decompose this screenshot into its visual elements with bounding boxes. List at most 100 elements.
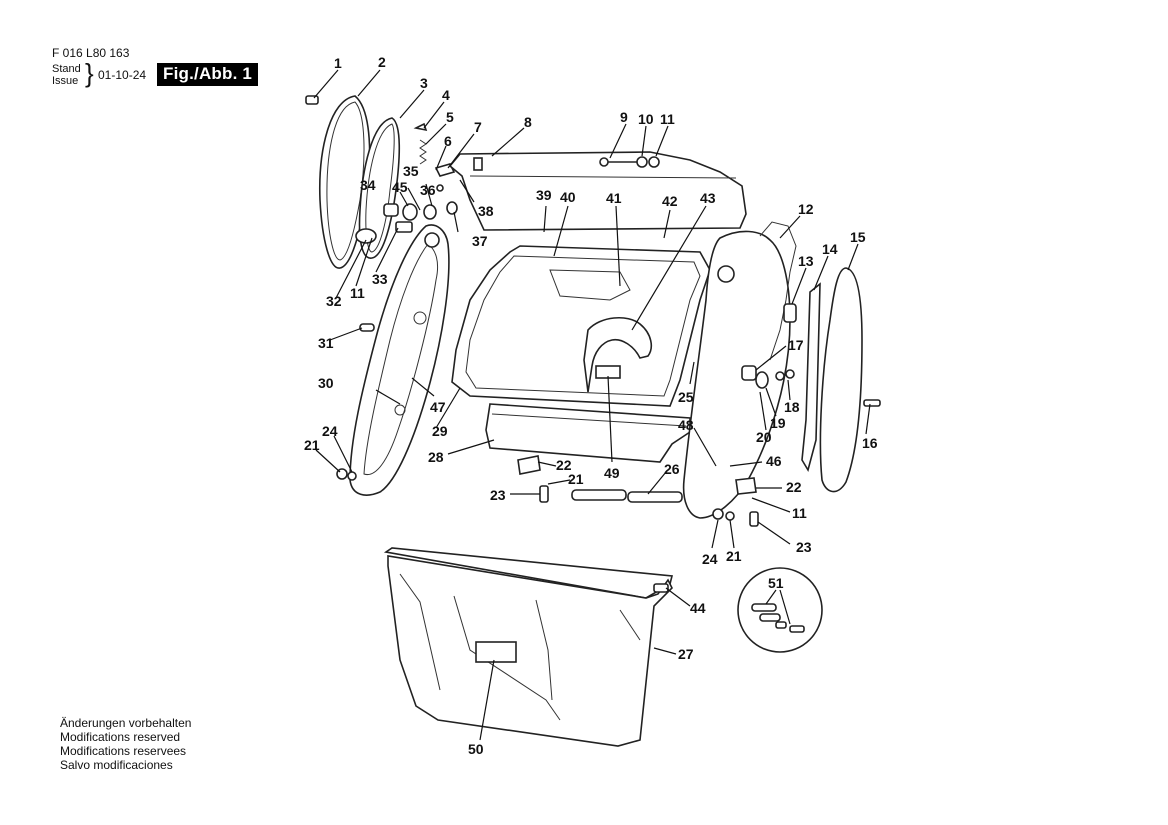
callout-50: 50 bbox=[468, 741, 484, 757]
callout-35: 35 bbox=[403, 163, 419, 179]
callout-1: 1 bbox=[334, 55, 342, 71]
callout-7: 7 bbox=[474, 119, 482, 135]
callout-21-mid: 21 bbox=[568, 471, 584, 487]
footer-line-en: Modifications reserved bbox=[60, 730, 181, 744]
left-side-housing-30 bbox=[349, 224, 450, 496]
callout-9: 9 bbox=[620, 109, 628, 125]
footer-line-fr: Modifications reservees bbox=[60, 744, 187, 758]
callout-31: 31 bbox=[318, 335, 334, 351]
callout-40: 40 bbox=[560, 189, 576, 205]
bolt-9-10-11 bbox=[599, 156, 660, 168]
callout-48: 48 bbox=[678, 417, 694, 433]
footer-line-de: Änderungen vorbehalten bbox=[60, 716, 192, 730]
callout-15: 15 bbox=[850, 229, 866, 245]
bolt-23-left bbox=[539, 485, 549, 503]
nut-21-24-right bbox=[712, 508, 735, 521]
callout-8: 8 bbox=[524, 114, 532, 130]
clip-22-right bbox=[735, 477, 757, 495]
brace-glyph: } bbox=[85, 58, 94, 88]
rear-flap-28 bbox=[485, 403, 691, 463]
callout-21-left: 21 bbox=[304, 437, 320, 453]
bracket-13 bbox=[783, 303, 797, 323]
callout-13: 13 bbox=[798, 253, 814, 269]
callout-44: 44 bbox=[690, 600, 706, 616]
right-cover-15 bbox=[819, 267, 863, 493]
callout-labels: 1 2 3 4 5 6 7 8 9 10 11 12 13 14 15 16 1… bbox=[304, 54, 878, 757]
callout-11-right: 11 bbox=[792, 505, 807, 521]
callout-36: 36 bbox=[420, 182, 436, 198]
stand-label: Stand bbox=[52, 63, 81, 75]
deflector-43 bbox=[583, 317, 653, 393]
issue-date: 01-10-24 bbox=[98, 68, 147, 82]
callout-22-mid: 22 bbox=[556, 457, 572, 473]
callout-22-right: 22 bbox=[786, 479, 802, 495]
callout-20: 20 bbox=[756, 429, 772, 445]
callout-18: 18 bbox=[784, 399, 800, 415]
callout-28: 28 bbox=[428, 449, 444, 465]
callout-5: 5 bbox=[446, 109, 454, 125]
callout-6: 6 bbox=[444, 133, 452, 149]
callout-23-right: 23 bbox=[796, 539, 812, 555]
callout-29: 29 bbox=[432, 423, 448, 439]
callout-25: 25 bbox=[678, 389, 694, 405]
callout-10: 10 bbox=[638, 111, 654, 127]
callout-24-right: 24 bbox=[702, 551, 718, 567]
callout-3: 3 bbox=[420, 75, 428, 91]
pulley-assembly-34-45 bbox=[355, 201, 458, 244]
figure-title-badge: Fig./Abb. 1 bbox=[157, 63, 259, 86]
footer-notice: Änderungen vorbehalten Modifications res… bbox=[60, 716, 191, 772]
callout-26: 26 bbox=[664, 461, 680, 477]
axle-26 bbox=[571, 489, 683, 503]
callout-37: 37 bbox=[472, 233, 488, 249]
callout-43: 43 bbox=[700, 190, 716, 206]
bolt-16 bbox=[863, 399, 881, 407]
callout-39: 39 bbox=[536, 187, 552, 203]
callout-41: 41 bbox=[606, 190, 622, 206]
callout-47: 47 bbox=[430, 399, 446, 415]
callout-42: 42 bbox=[662, 193, 678, 209]
callout-21-right: 21 bbox=[726, 548, 742, 564]
callout-24-left: 24 bbox=[322, 423, 338, 439]
callout-11-left: 11 bbox=[350, 285, 365, 301]
callout-30: 30 bbox=[318, 375, 334, 391]
callout-32: 32 bbox=[326, 293, 342, 309]
callout-49: 49 bbox=[604, 465, 620, 481]
footer-line-es: Salvo modificaciones bbox=[60, 758, 173, 772]
detail-circle-51 bbox=[737, 567, 823, 653]
callout-33: 33 bbox=[372, 271, 388, 287]
spring-5 bbox=[419, 139, 427, 165]
hinge-strip-14 bbox=[801, 282, 821, 473]
callout-16: 16 bbox=[862, 435, 878, 451]
clip-22 bbox=[517, 455, 541, 475]
callout-27: 27 bbox=[678, 646, 694, 662]
callout-17: 17 bbox=[788, 337, 804, 353]
callout-34: 34 bbox=[360, 177, 376, 193]
callout-12: 12 bbox=[798, 201, 814, 217]
callout-23-mid: 23 bbox=[490, 487, 506, 503]
callout-11-top: 11 bbox=[660, 111, 675, 127]
part-number: F 016 L80 163 bbox=[52, 46, 130, 60]
main-housing-29 bbox=[451, 245, 711, 407]
bag-clip-44 bbox=[653, 583, 669, 593]
callout-38: 38 bbox=[478, 203, 494, 219]
issue-label: Issue bbox=[52, 75, 79, 87]
bolt-23-right bbox=[749, 511, 759, 527]
top-cover-8 bbox=[448, 151, 747, 231]
latch-17-18-19 bbox=[741, 365, 795, 389]
callout-46: 46 bbox=[766, 453, 782, 469]
screw-1 bbox=[305, 95, 319, 105]
pin-31 bbox=[359, 323, 375, 332]
callout-14: 14 bbox=[822, 241, 838, 257]
grass-bag-27 bbox=[383, 547, 674, 747]
stand-issue-label: Stand Issue bbox=[52, 63, 81, 87]
callout-4: 4 bbox=[442, 87, 450, 103]
leader-lines bbox=[313, 69, 871, 741]
drive-belt-inner bbox=[358, 117, 401, 259]
callout-51: 51 bbox=[768, 575, 784, 591]
callout-19: 19 bbox=[770, 415, 786, 431]
nut-21-24-left bbox=[336, 468, 357, 481]
bag-label-50 bbox=[475, 641, 517, 663]
callout-2: 2 bbox=[378, 54, 386, 70]
right-side-plate-20 bbox=[682, 221, 797, 519]
